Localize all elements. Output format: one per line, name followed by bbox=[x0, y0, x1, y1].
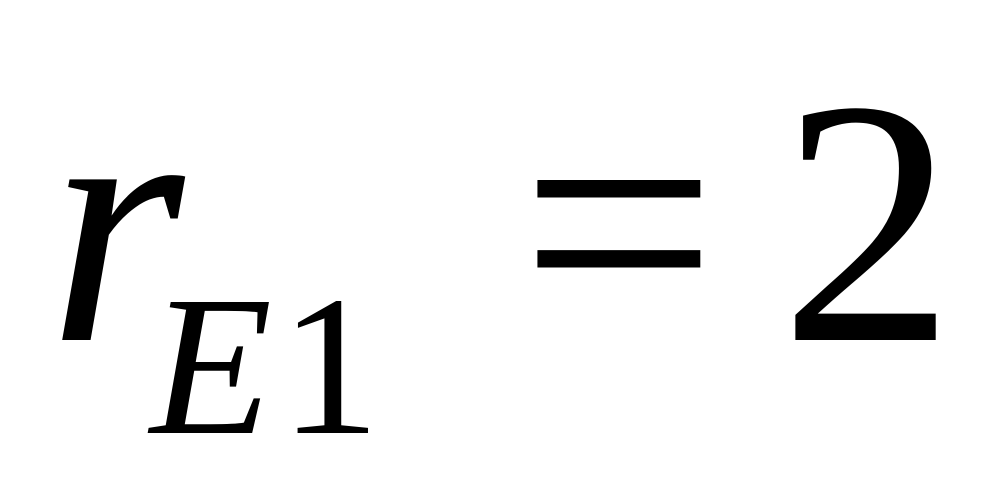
subscript-letter: E bbox=[150, 256, 273, 477]
variable-r: r bbox=[48, 28, 185, 416]
subscript-number: 1 bbox=[280, 256, 380, 477]
value: 2 bbox=[780, 28, 955, 416]
equals-sign: = bbox=[520, 28, 718, 416]
